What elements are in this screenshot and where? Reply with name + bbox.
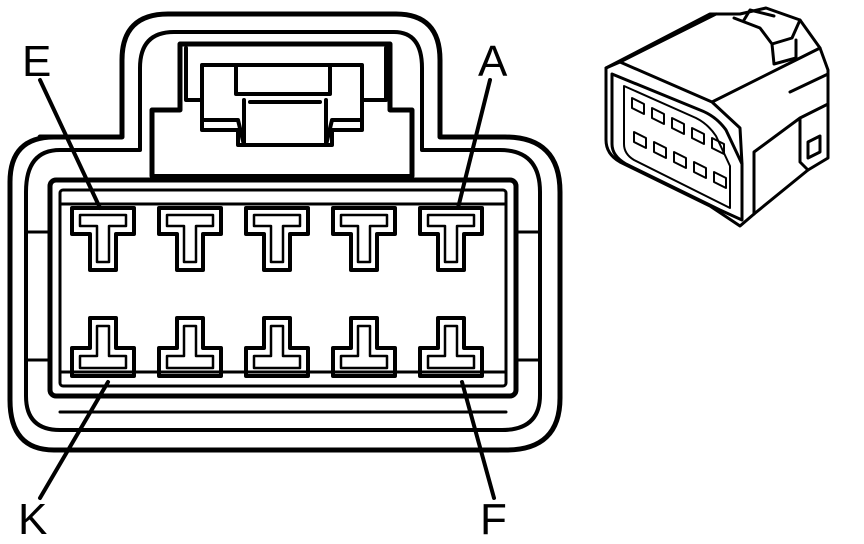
- leader-line-a: [456, 78, 492, 210]
- iso-cavity-7: [653, 141, 667, 159]
- cavity-top-inner-5: [426, 213, 476, 264]
- cavity-top-inner-1: [78, 213, 128, 264]
- cavity-bottom-inner-3: [252, 324, 302, 370]
- cavity-row-bottom: [70, 316, 484, 378]
- cavity-bottom-inner-4: [339, 324, 389, 370]
- cavity-top-4: [331, 206, 397, 272]
- cavity-bottom-inner-5: [426, 324, 476, 370]
- iso-cavity-10: [713, 171, 727, 189]
- cavity-top-inner-3: [252, 213, 302, 264]
- pin-label-f: F: [480, 495, 507, 544]
- cavity-bottom-4: [331, 316, 397, 378]
- leader-line-e: [38, 78, 102, 210]
- pin-label-e: E: [22, 37, 52, 86]
- iso-cavity-1: [631, 97, 645, 115]
- cavity-bottom-inner-1: [78, 324, 128, 370]
- cavity-top-2: [157, 206, 223, 272]
- cavity-top-3: [244, 206, 310, 272]
- cavity-bottom-5: [418, 316, 484, 378]
- cavity-bottom-1: [70, 316, 136, 378]
- leader-line-k: [38, 380, 110, 500]
- latch-body: [200, 63, 364, 147]
- cavity-bottom-3: [244, 316, 310, 378]
- iso-cavity-3: [671, 117, 685, 135]
- pin-label-k: K: [18, 495, 48, 544]
- cavity-top-inner-2: [165, 213, 215, 264]
- cavity-bottom-inner-2: [165, 324, 215, 370]
- leader-line-f: [460, 380, 496, 500]
- iso-top-ridge: [604, 12, 822, 166]
- cavity-top-1: [70, 206, 136, 272]
- iso-cavity-9: [693, 161, 707, 179]
- latch-frame: [149, 41, 415, 179]
- cavity-block-inner: [58, 188, 508, 388]
- iso-cavity-5: [711, 137, 725, 155]
- latch-outer: [184, 46, 388, 147]
- cavity-bottom-2: [157, 316, 223, 378]
- housing-inner-outline: [24, 30, 542, 432]
- iso-latch: [732, 8, 802, 66]
- iso-front-face: [610, 72, 744, 222]
- iso-front-inner: [623, 85, 731, 209]
- housing-outer-outline: [7, 11, 563, 453]
- cavity-top-inner-4: [339, 213, 389, 264]
- iso-cavity-8: [673, 151, 687, 169]
- pin-label-a: A: [478, 37, 508, 86]
- iso-cavity-4: [691, 127, 705, 145]
- iso-cavity-grid: [631, 97, 727, 189]
- cavity-top-5: [418, 206, 484, 272]
- iso-side-detail: [752, 72, 830, 216]
- cavity-block-outer: [47, 177, 519, 399]
- iso-cavity-6: [633, 131, 647, 149]
- cavity-row-top: [70, 206, 484, 272]
- iso-cavity-2: [651, 107, 665, 125]
